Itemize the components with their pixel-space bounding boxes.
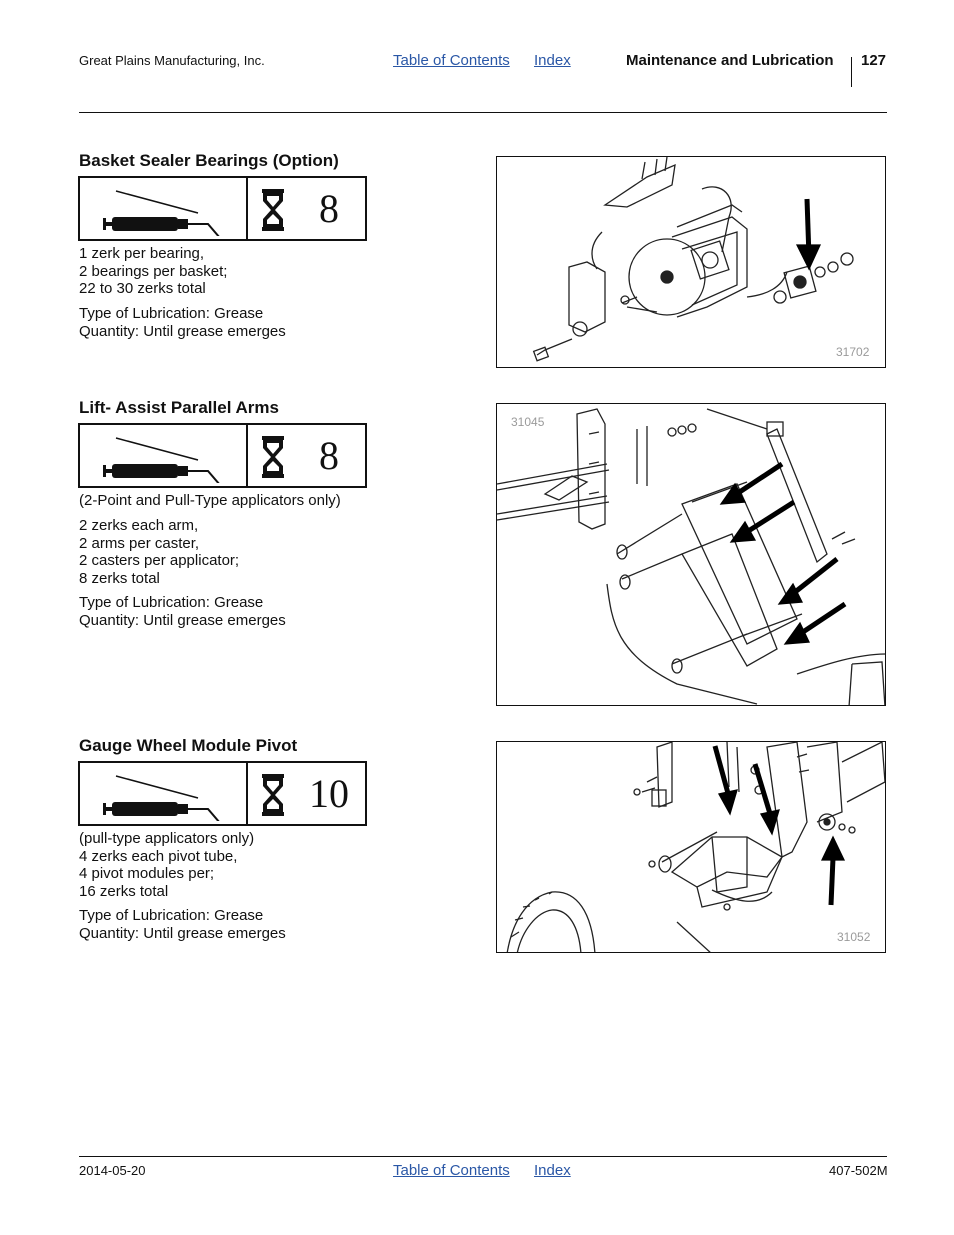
grease-gun-icon [103,775,220,821]
footer-toc-link[interactable]: Table of Contents [393,1162,510,1179]
lubrication-spec: Type of Lubrication: Grease Quantity: Un… [79,305,286,340]
lube-interval-box: 10 [78,761,367,826]
grease-gun-icon [103,190,220,236]
header-rule [79,112,887,113]
footer-index-link[interactable]: Index [534,1162,571,1179]
header-divider [851,57,852,87]
hourglass-icon [262,436,284,478]
company-name: Great Plains Manufacturing, Inc. [79,53,265,68]
publication-date: 2014-05-20 [79,1163,146,1178]
header-index-link[interactable]: Index [534,52,571,69]
hourglass-icon [262,189,284,231]
hourglass-icon [262,774,284,816]
lube-interval-box: 8 [78,423,367,488]
applicability-note: (2-Point and Pull-Type applicators only) [79,492,341,509]
figure-number: 31045 [511,415,545,429]
figure-gauge-wheel-pivot: 31052 [496,741,886,953]
zerk-count-text: (pull-type applicators only) 4 zerks eac… [79,830,255,900]
zerk-count-text: 2 zerks each arm, 2 arms per caster, 2 c… [79,517,240,587]
zerk-count-text: 1 zerk per bearing, 2 bearings per baske… [79,245,228,297]
interval-hours: 10 [309,771,349,816]
section-title-gauge-wheel: Gauge Wheel Module Pivot [79,736,298,755]
figure-lift-assist-arms: 31045 [496,403,886,706]
grease-gun-icon [103,437,220,483]
section-title-basket-sealer: Basket Sealer Bearings (Option) [79,151,339,170]
section-heading: Maintenance and Lubrication [626,52,834,69]
interval-hours: 8 [319,433,339,478]
footer-rule [79,1156,887,1157]
section-title-lift-assist: Lift- Assist Parallel Arms [79,398,279,417]
figure-number: 31702 [836,345,870,359]
lubrication-spec: Type of Lubrication: Grease Quantity: Un… [79,594,286,629]
page-number: 127 [861,52,887,69]
document-code: 407-502M [829,1163,888,1178]
lubrication-spec: Type of Lubrication: Grease Quantity: Un… [79,907,286,942]
interval-hours: 8 [319,186,339,231]
figure-number: 31052 [837,930,871,944]
header-toc-link[interactable]: Table of Contents [393,52,510,69]
lube-interval-box: 8 [78,176,367,241]
figure-basket-sealer-bearings: 31702 [496,156,886,368]
